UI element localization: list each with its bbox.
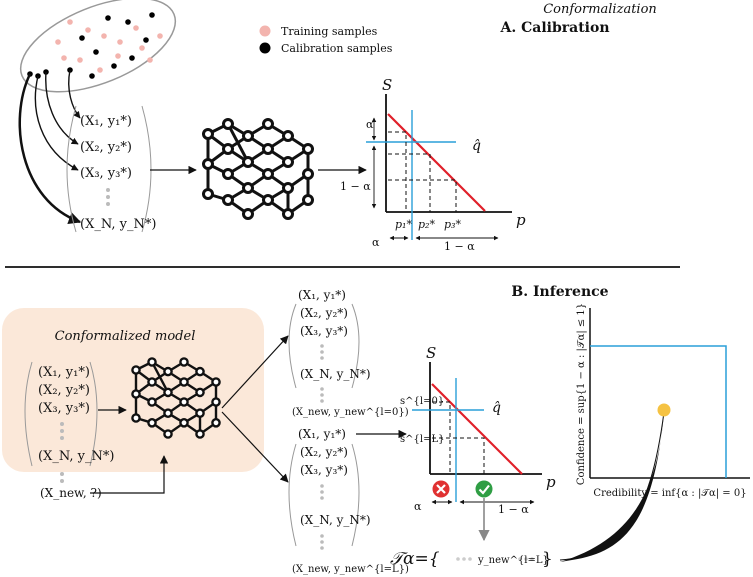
calibration-plot: S p q̂ α 1 − α p₁* p₂* p₃* α 1 − α	[340, 76, 526, 253]
set-item: y_new^{l=L}	[477, 555, 549, 566]
inf-axis-y: S	[426, 344, 436, 362]
prediction-set: 𝒯α={ y_new^{l=L} }	[390, 411, 665, 569]
cal-bottom-one-minus-alpha: 1 − α	[444, 240, 475, 253]
credibility-label: Credibility = inf{α : |𝒯α| = 0}	[593, 488, 746, 499]
cal-red-line	[387, 113, 486, 212]
confidence-label: Confidence = sup{1 − α : |𝒯α| ≤ 1}	[576, 303, 587, 485]
inf-axis-x: p	[546, 473, 556, 491]
cal-axis-y: S	[382, 76, 392, 94]
model-pair-2: (X₂, y₂*)	[38, 383, 90, 398]
top-pair-3: (X₃, y₃*)	[300, 324, 348, 338]
new-input-arrow	[90, 455, 169, 494]
inf-bottom-one-minus-alpha: 1 − α	[498, 503, 529, 516]
model-pair-3: (X₃, y₃*)	[38, 401, 90, 416]
legend-training-label: Training samples	[281, 25, 378, 38]
cal-pair-2: (X₂, y₂*)	[80, 140, 132, 155]
bottom-pair-2: (X₂, y₂*)	[300, 445, 348, 459]
model-pair-1: (X₁, y₁*)	[38, 365, 90, 380]
bottom-pairs: (X₁, y₁*) (X₂, y₂*) (X₃, y₃*) (X_N, y_N*…	[288, 427, 409, 575]
bottom-pair-1: (X₁, y₁*)	[298, 427, 346, 441]
cal-p1: p₁*	[395, 218, 412, 231]
cal-pair-3: (X₃, y₃*)	[80, 166, 132, 181]
result-point	[657, 403, 671, 417]
branch-arrow-bottom	[221, 411, 289, 483]
training-samples	[55, 19, 163, 73]
reject-icon	[432, 480, 450, 498]
cal-alpha-left: α	[366, 118, 374, 131]
top-pair-2: (X₂, y₂*)	[300, 306, 348, 320]
cal-p2: p₂*	[418, 218, 435, 231]
model-pair-n: (X_N, y_N*)	[38, 449, 114, 464]
new-input: (X_new, ?)	[40, 486, 102, 500]
conformalized-model-box: Conformalized model (X₁, y₁*) (X₂, y₂*) …	[2, 308, 264, 472]
cal-axis-x: p	[516, 211, 526, 229]
confidence-credibility-plot: Confidence = sup{1 − α : |𝒯α| ≤ 1} Credi…	[576, 303, 750, 499]
section-a-title: A. Calibration	[500, 20, 610, 36]
top-pair-new: (X_new, y_new^{l=0})	[292, 407, 409, 418]
cal-one-minus-alpha-left: 1 − α	[340, 180, 371, 193]
set-open: 𝒯α={	[390, 549, 440, 569]
inference-plot: S p q̂ s^{l=0} s^{l=L} α 1 − α	[400, 344, 556, 542]
neural-network-calibration	[202, 118, 314, 220]
inf-s-l0: s^{l=0}	[400, 396, 444, 407]
top-pair-1: (X₁, y₁*)	[298, 288, 346, 302]
calibration-pairs: (X₁, y₁*) (X₂, y₂*) (X₃, y₃*) (X_N, y_N*…	[66, 105, 156, 233]
cal-qhat: q̂	[472, 138, 481, 154]
cal-bottom-alpha: α	[372, 236, 380, 249]
cal-pair-1: (X₁, y₁*)	[80, 114, 132, 129]
section-b-title: B. Inference	[511, 284, 608, 300]
inf-red-line	[431, 383, 523, 475]
bottom-pair-new: (X_new, y_new^{l=L})	[292, 564, 409, 575]
inf-s-lL: s^{l=L}	[400, 434, 444, 445]
legend-training-dot	[259, 25, 271, 37]
accept-icon	[475, 480, 493, 498]
bottom-pair-n: (X_N, y_N*)	[300, 513, 371, 527]
inf-bottom-alpha: α	[414, 500, 422, 513]
model-label: Conformalized model	[55, 329, 196, 344]
top-pair-n: (X_N, y_N*)	[300, 367, 371, 381]
branch-arrow-top	[221, 335, 289, 409]
bottom-pair-3: (X₃, y₃*)	[300, 463, 348, 477]
sample-ellipse	[19, 0, 177, 93]
cal-p3: p₃*	[444, 218, 461, 231]
calibration-samples	[27, 12, 155, 79]
set-close: }	[542, 549, 553, 569]
inf-qhat: q̂	[492, 400, 501, 416]
legend: Training samples Calibration samples	[259, 25, 393, 55]
legend-calibration-dot	[259, 42, 271, 54]
cal-pair-n: (X_N, y_N*)	[80, 217, 156, 232]
top-pairs: (X₁, y₁*) (X₂, y₂*) (X₃, y₃*) (X_N, y_N*…	[288, 288, 409, 418]
diagram-title: Conformalization	[543, 2, 657, 17]
legend-calibration-label: Calibration samples	[281, 42, 393, 55]
sample-to-pair-arrows	[18, 69, 82, 224]
